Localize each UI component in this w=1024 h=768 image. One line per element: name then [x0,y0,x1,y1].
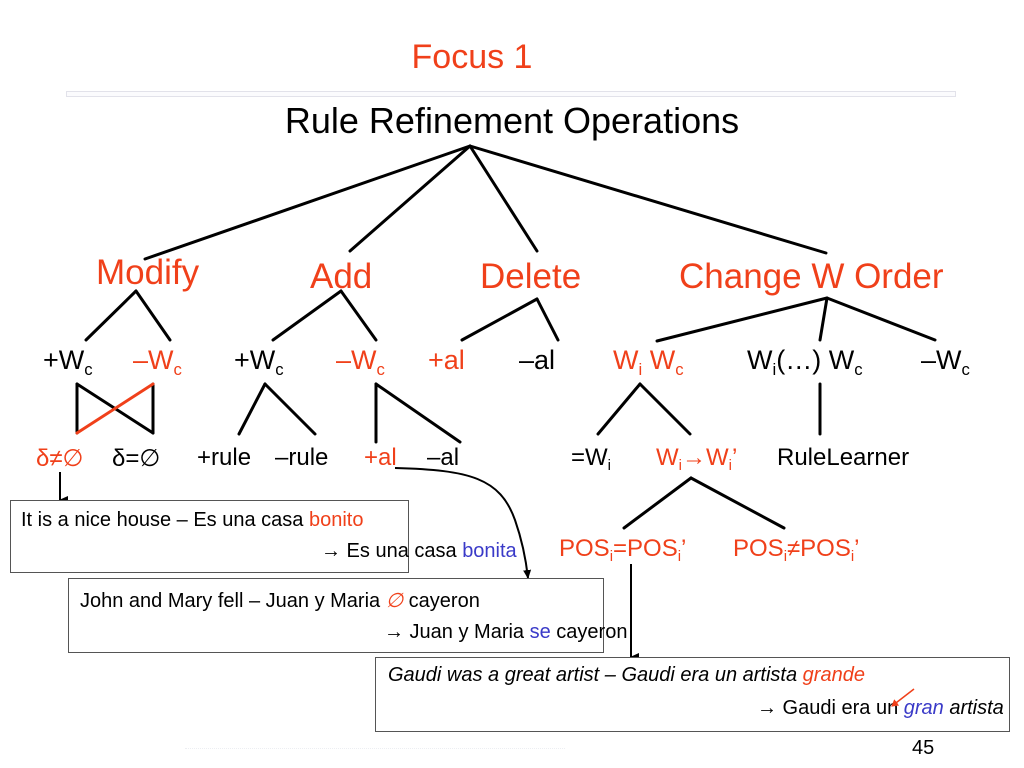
edge-order-wiwc [655,296,829,343]
example-box-2 [68,578,604,653]
leaf-delta-eq-empty: δ=∅ [112,445,161,472]
edge-order-widots [818,296,829,342]
diagram-heading: Rule Refinement Operations [284,100,740,141]
edge-modify-plus [84,289,138,342]
example-1-line-1: It is a nice house – Es una casa bonito [21,509,364,531]
edge-root-change-order [468,144,828,255]
node-order-wi-dots-wc: Wi(…) Wc [747,345,863,379]
edge-wiwc-eqwi [596,382,642,436]
slide-title: Focus 1 [411,38,533,76]
node-delete-minus-al: –al [519,345,556,375]
example-2-line-1: John and Mary fell – Juan y Maria ∅ caye… [80,590,480,612]
leaf-plus-al: +al [364,444,397,471]
category-delete: Delete [480,257,582,296]
example-3-line-1: Gaudi was a great artist – Gaudi era un … [388,664,865,686]
node-add-plus-wc: +Wc [234,345,284,379]
edge-wiprime-posneq [689,476,786,530]
leaf-wi-to-wi-prime: Wi→Wi’ [656,444,738,475]
edge-wiprime-poseq [622,476,693,530]
leaf-pos-neq: POSi≠POSi’ [733,535,860,566]
leaf-plus-rule: +rule [197,444,252,471]
node-modify-minus-wc: –Wc [133,345,182,379]
leaf-pos-eq: POSi=POSi’ [559,535,687,566]
edge-root-delete [468,144,539,253]
edge-root-modify [143,144,472,261]
edge-modify-minus [134,289,172,342]
edge-delete-plus [460,297,539,342]
edge-add-plus [271,289,343,342]
example-2-line-2: → Juan y Maria se cayeron [384,621,628,643]
edge-wiwc-wiprime [638,382,692,436]
edge-bowtie-red [75,382,155,435]
example-box-1 [10,500,409,573]
leaf-delta-neq-empty: δ≠∅ [36,445,84,472]
category-modify: Modify [96,253,200,292]
edge-delete-minus [535,297,560,342]
title-divider [66,91,956,97]
leaf-minus-al: –al [427,444,460,471]
example-1-line-2: → Es una casa bonita [321,540,517,562]
node-modify-plus-wc: +Wc [43,345,93,379]
category-change-order: Change W Order [679,257,944,296]
example-3-line-2: → Gaudi era un gran artista [757,697,1004,719]
leaf-minus-rule: –rule [275,444,329,471]
footer-text [185,738,565,749]
edge-add-minus [339,289,378,342]
node-order-minus-wc: –Wc [921,345,970,379]
edge-bowtie-diag [75,382,155,435]
leaf-eq-wi: =Wi [571,444,611,475]
edge-addminus-minusal [374,382,462,444]
node-add-minus-wc: –Wc [336,345,385,379]
edge-addplus-plusrule [237,382,267,436]
page-number: 45 [912,737,935,759]
leaf-rule-learner: RuleLearner [777,444,910,471]
edge-addplus-minusrule [263,382,317,436]
node-delete-plus-al: +al [428,345,465,375]
category-add: Add [310,257,373,296]
edge-root-add [348,144,472,253]
node-order-wi-wc: Wi Wc [613,345,684,379]
edge-order-minus [825,296,937,342]
